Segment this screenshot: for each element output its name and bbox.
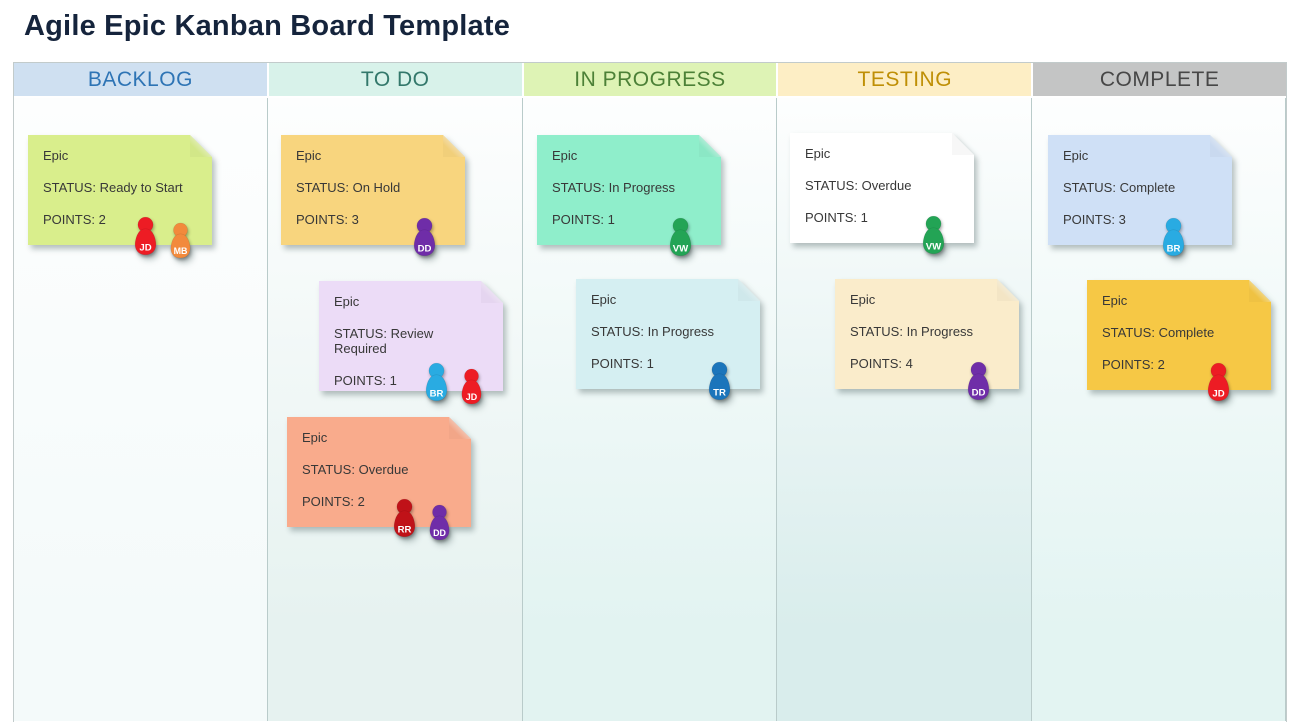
card-status: STATUS: Review Required — [334, 326, 434, 356]
assignee-avatar: DD — [424, 504, 457, 546]
card-title: Epic — [334, 294, 360, 309]
assignee-avatar: BR — [1157, 217, 1190, 259]
assignee-avatar: VW — [917, 215, 950, 257]
assignee-avatar: DD — [962, 361, 995, 403]
svg-text:BR: BR — [1167, 244, 1181, 255]
svg-text:RR: RR — [398, 525, 412, 536]
svg-text:VW: VW — [673, 244, 689, 255]
card-points: POINTS: 3 — [1063, 212, 1126, 227]
epic-card[interactable]: Epic STATUS: In Progress POINTS: 1 TR — [576, 279, 760, 401]
kanban-board: BACKLOG TO DO IN PROGRESS TESTING COMPLE… — [13, 62, 1287, 722]
card-content: Epic STATUS: Complete POINTS: 3 — [1048, 135, 1232, 245]
card-status: STATUS: On Hold — [296, 180, 401, 195]
card-points: POINTS: 1 — [805, 210, 868, 225]
assignee-avatar: JD — [456, 368, 489, 410]
card-title: Epic — [552, 148, 578, 163]
epic-card[interactable]: Epic STATUS: Overdue POINTS: 1 VW — [790, 133, 974, 255]
assignee-avatar: VW — [664, 217, 697, 259]
card-content: Epic STATUS: Overdue POINTS: 1 — [790, 133, 974, 243]
assignee-avatar: RR — [388, 498, 421, 540]
card-points: POINTS: 4 — [850, 356, 913, 371]
assignee-avatar: TR — [703, 361, 736, 403]
column-header-in-progress: IN PROGRESS — [523, 63, 779, 96]
card-content: Epic STATUS: In Progress POINTS: 1 — [537, 135, 721, 245]
card-content: Epic STATUS: On Hold POINTS: 3 — [281, 135, 465, 245]
svg-text:MB: MB — [174, 246, 188, 256]
card-status: STATUS: In Progress — [850, 324, 974, 339]
assignee-avatar: MB — [165, 222, 198, 264]
card-background — [1087, 280, 1271, 390]
svg-text:DD: DD — [418, 244, 432, 255]
card-content: Epic STATUS: Ready to Start POINTS: 2 — [28, 135, 212, 245]
card-title: Epic — [302, 430, 328, 445]
epic-card[interactable]: Epic STATUS: Complete POINTS: 3 BR — [1048, 135, 1232, 257]
svg-text:BR: BR — [430, 389, 444, 400]
card-background — [576, 279, 760, 389]
card-title: Epic — [850, 292, 876, 307]
card-points: POINTS: 2 — [43, 212, 106, 227]
card-background — [790, 133, 974, 243]
card-title: Epic — [805, 146, 831, 161]
column-header-row: BACKLOG TO DO IN PROGRESS TESTING COMPLE… — [14, 63, 1286, 98]
card-background — [835, 279, 1019, 389]
column-header-complete: COMPLETE — [1033, 63, 1286, 96]
card-background — [281, 135, 465, 245]
assignee-avatar: JD — [1202, 362, 1235, 404]
card-title: Epic — [591, 292, 617, 307]
card-content: Epic STATUS: In Progress POINTS: 1 — [576, 279, 760, 389]
card-status: STATUS: In Progress — [552, 180, 676, 195]
card-background — [537, 135, 721, 245]
column-header-backlog: BACKLOG — [14, 63, 269, 96]
column-header-todo: TO DO — [268, 63, 524, 96]
card-title: Epic — [1102, 293, 1128, 308]
assignee-avatar: BR — [420, 362, 453, 404]
epic-card[interactable]: Epic STATUS: Complete POINTS: 2 JD — [1087, 280, 1271, 402]
card-status: STATUS: Complete — [1063, 180, 1176, 195]
svg-text:JD: JD — [466, 392, 478, 402]
svg-text:VW: VW — [926, 242, 942, 253]
epic-card[interactable]: Epic STATUS: On Hold POINTS: 3 DD — [281, 135, 465, 257]
card-title: Epic — [43, 148, 69, 163]
epic-card[interactable]: Epic STATUS: Ready to Start POINTS: 2 JD… — [28, 135, 212, 259]
board-body: Epic STATUS: Ready to Start POINTS: 2 JD… — [14, 98, 1287, 721]
card-points: POINTS: 3 — [296, 212, 359, 227]
card-points: POINTS: 1 — [591, 356, 654, 371]
card-content: Epic STATUS: Overdue POINTS: 2 — [287, 417, 471, 527]
svg-text:DD: DD — [972, 388, 986, 399]
card-content: Epic STATUS: Review Required POINTS: 1 — [319, 281, 503, 391]
card-title: Epic — [296, 148, 322, 163]
card-status: STATUS: Ready to Start — [43, 180, 183, 195]
svg-text:JD: JD — [139, 243, 151, 254]
assignee-avatar: DD — [408, 217, 441, 259]
svg-text:DD: DD — [433, 528, 446, 538]
epic-card[interactable]: Epic STATUS: Review Required POINTS: 1 B… — [319, 281, 503, 405]
card-content: Epic STATUS: Complete POINTS: 2 — [1087, 280, 1271, 390]
epic-card[interactable]: Epic STATUS: In Progress POINTS: 1 VW — [537, 135, 721, 257]
epic-card[interactable]: Epic STATUS: In Progress POINTS: 4 DD — [835, 279, 1019, 401]
epic-card[interactable]: Epic STATUS: Overdue POINTS: 2 RR DD — [287, 417, 471, 541]
card-title: Epic — [1063, 148, 1089, 163]
svg-text:TR: TR — [713, 388, 726, 399]
card-background — [1048, 135, 1232, 245]
card-content: Epic STATUS: In Progress POINTS: 4 — [835, 279, 1019, 389]
card-points: POINTS: 1 — [552, 212, 615, 227]
assignee-avatar: JD — [129, 216, 162, 258]
card-status: STATUS: Overdue — [302, 462, 409, 477]
svg-text:JD: JD — [1212, 389, 1224, 400]
card-points: POINTS: 1 — [334, 373, 397, 388]
card-status: STATUS: Overdue — [805, 178, 912, 193]
column-header-testing: TESTING — [778, 63, 1034, 96]
card-status: STATUS: Complete — [1102, 325, 1215, 340]
page-title: Agile Epic Kanban Board Template — [24, 10, 511, 42]
card-status: STATUS: In Progress — [591, 324, 715, 339]
card-points: POINTS: 2 — [302, 494, 365, 509]
card-points: POINTS: 2 — [1102, 357, 1165, 372]
